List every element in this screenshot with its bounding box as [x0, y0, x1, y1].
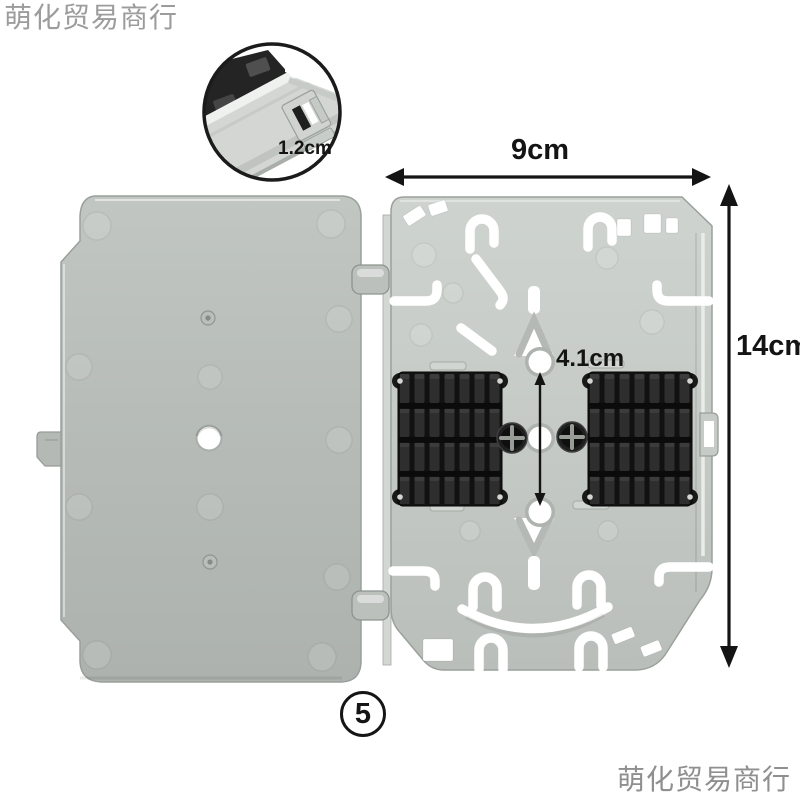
tray-edge-clip [699, 412, 719, 457]
lid-center-hole [195, 424, 223, 452]
latch-detail-dimension-label: 1.2cm [278, 138, 332, 159]
hinge-bottom [351, 590, 390, 621]
inset-latch [281, 89, 336, 151]
tie-spool-right [556, 421, 588, 453]
inset-detail-circle [202, 42, 342, 182]
lid-pin-bottom [202, 554, 218, 570]
center-clip-bottom [514, 516, 554, 590]
width-dimension-arrow [385, 168, 711, 186]
lid-side-clip [36, 431, 62, 467]
watermark-top-left: 萌化贸易商行 [4, 1, 179, 34]
watermark-bottom-right: 萌化贸易商行 [617, 763, 792, 796]
width-dimension-label: 9cm [510, 134, 570, 166]
height-dimension-label: 14cm [736, 330, 800, 362]
splice-holder-right [556, 371, 698, 507]
lid-embossed-circles [65, 209, 353, 672]
height-dimension-arrow [720, 184, 738, 668]
hole-spacing-arrow [534, 372, 546, 506]
lid-pin-top [200, 310, 216, 326]
center-clip-top [514, 286, 554, 358]
splice-holder-left [392, 371, 528, 507]
fiber-guide-slots [388, 212, 714, 674]
tie-spool-left [496, 422, 528, 454]
step-number-badge: 5 [340, 691, 386, 737]
fiber-slot-openings [402, 199, 679, 662]
hinge-top [351, 264, 390, 295]
hole-spacing-dimension-label: 4.1cm [556, 345, 625, 372]
tray-lid [36, 195, 362, 683]
